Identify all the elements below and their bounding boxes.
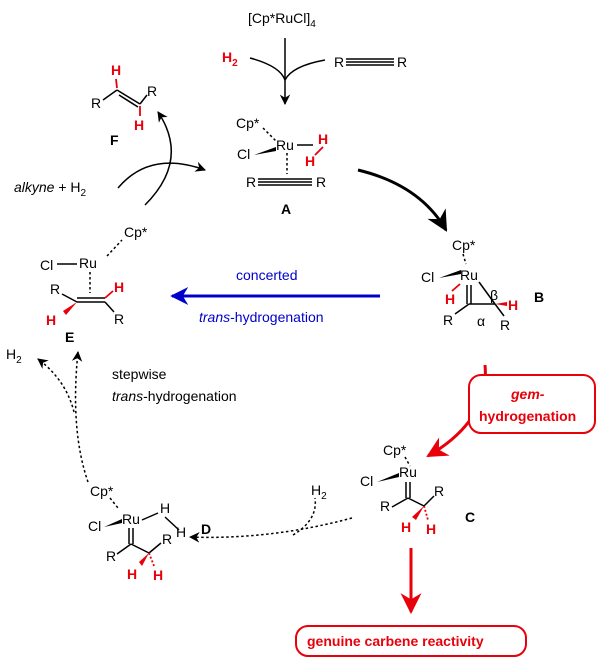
svg-text:Cl: Cl <box>421 269 434 285</box>
merge-arrow <box>249 38 326 106</box>
svg-text:H2: H2 <box>222 49 238 69</box>
svg-text:F: F <box>110 132 119 148</box>
svg-text:R: R <box>434 483 444 499</box>
svg-text:H2: H2 <box>311 482 327 502</box>
arrow-a-to-b <box>357 168 448 232</box>
svg-text:R: R <box>334 54 344 70</box>
svg-text:Ru: Ru <box>399 464 417 480</box>
complex-e: Cp* Cl Ru R H H R E <box>40 224 148 345</box>
carbene-reactivity-box: genuine carbene reactivity <box>295 625 527 657</box>
svg-text:R: R <box>106 548 116 564</box>
svg-text:Ru: Ru <box>122 511 140 527</box>
svg-text:H: H <box>401 519 411 535</box>
svg-text:Cl: Cl <box>237 146 250 162</box>
svg-text:[Cp*RuCl]4: [Cp*RuCl]4 <box>248 10 316 30</box>
svg-text:Cp*: Cp* <box>124 224 148 240</box>
svg-text:Cp*: Cp* <box>90 483 114 499</box>
svg-text:H: H <box>153 567 163 583</box>
svg-text:H: H <box>114 279 124 295</box>
svg-text:H: H <box>46 312 56 328</box>
svg-text:hydrogenation: hydrogenation <box>479 408 576 424</box>
svg-text:genuine carbene reactivity: genuine carbene reactivity <box>307 633 484 649</box>
svg-text:R: R <box>147 83 157 99</box>
svg-text:H2: H2 <box>6 346 22 366</box>
svg-text:gem-: gem- <box>510 386 545 402</box>
svg-text:E: E <box>65 329 74 345</box>
svg-text:H: H <box>134 117 144 133</box>
svg-text:R: R <box>500 317 510 333</box>
svg-text:Cl: Cl <box>360 473 373 489</box>
precursor-formula: [Cp*RuCl]4 <box>248 10 316 30</box>
svg-text:alkyne + H2: alkyne + H2 <box>14 179 87 199</box>
svg-text:H: H <box>111 62 121 78</box>
complex-a: Cp* Cl Ru H H R R A <box>236 115 328 217</box>
h2-reagent: H2 <box>222 49 238 69</box>
svg-text:H: H <box>426 521 436 537</box>
svg-text:R: R <box>443 312 453 328</box>
svg-text:Cl: Cl <box>88 518 101 534</box>
svg-text:trans-hydrogenation: trans-hydrogenation <box>199 309 324 325</box>
complex-d: Cp* Cl Ru H H R R H H D <box>88 483 211 583</box>
svg-text:Ru: Ru <box>276 137 294 153</box>
svg-text:R: R <box>397 54 407 70</box>
svg-text:R: R <box>380 498 390 514</box>
svg-text:H: H <box>176 524 186 540</box>
svg-text:Ru: Ru <box>460 267 478 283</box>
cycle-entry-label: alkyne + H2 <box>14 179 87 199</box>
svg-text:D: D <box>201 521 211 537</box>
svg-text:Cp*: Cp* <box>236 115 260 131</box>
svg-text:H: H <box>160 500 170 516</box>
svg-text:β: β <box>490 287 498 303</box>
gem-hydrogenation-box: gem- hydrogenation <box>468 374 596 434</box>
f-release-arrows <box>117 111 206 206</box>
arrow-stepwise: H2 stepwise trans-hydrogenation <box>6 346 237 483</box>
svg-text:H: H <box>305 153 315 169</box>
svg-text:R: R <box>50 281 60 297</box>
svg-text:B: B <box>534 289 544 305</box>
arrow-c-to-d: H2 <box>188 482 353 543</box>
alkene-f: H R R H F <box>91 62 157 148</box>
complex-b: Cp* Cl Ru H R R H α β B <box>421 237 544 333</box>
svg-text:trans-hydrogenation: trans-hydrogenation <box>112 388 237 404</box>
svg-text:A: A <box>281 201 291 217</box>
complex-c: Cp* Cl Ru R R H H C <box>360 442 475 537</box>
svg-text:Cp*: Cp* <box>383 442 407 458</box>
svg-text:H: H <box>127 566 137 582</box>
svg-text:H: H <box>445 291 455 307</box>
svg-text:R: R <box>91 95 101 111</box>
svg-text:R: R <box>246 174 256 190</box>
svg-text:concerted: concerted <box>236 267 297 283</box>
svg-text:R: R <box>316 174 326 190</box>
arrow-concerted: concerted trans-hydrogenation <box>170 267 380 325</box>
svg-text:C: C <box>465 509 475 525</box>
svg-text:Cp*: Cp* <box>452 237 476 253</box>
svg-text:Ru: Ru <box>79 255 97 271</box>
svg-text:R: R <box>114 311 124 327</box>
svg-text:R: R <box>162 531 172 547</box>
svg-text:stepwise: stepwise <box>112 366 167 382</box>
svg-text:α: α <box>477 313 485 329</box>
alkyne-reagent: R R <box>334 54 407 70</box>
svg-text:H: H <box>508 297 518 313</box>
svg-text:Cl: Cl <box>40 257 53 273</box>
svg-text:H: H <box>318 131 328 147</box>
